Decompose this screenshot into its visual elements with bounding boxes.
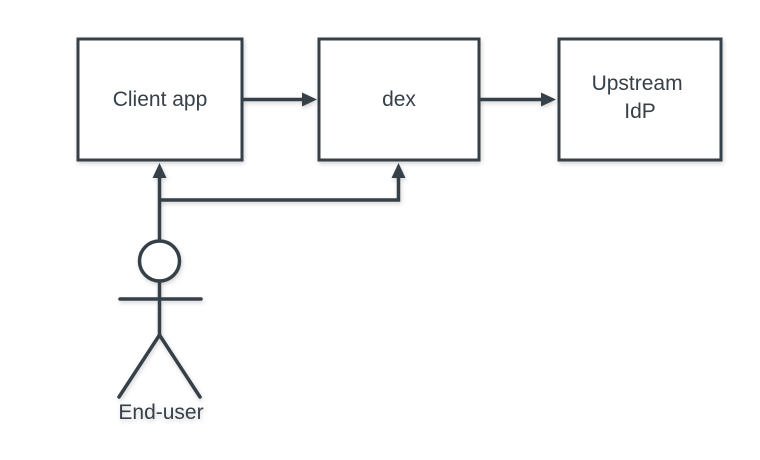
edge-end-user-to-dex	[159, 163, 406, 202]
actor-end-user-label: End-user	[118, 401, 203, 424]
node-dex-label: dex	[382, 88, 416, 111]
edge-end-user-to-dex-line	[159, 177, 401, 202]
actor-end-user: End-user	[117, 239, 204, 424]
node-client-app-box	[76, 37, 244, 162]
node-dex-box	[317, 37, 481, 162]
node-client-app: Client app	[76, 37, 244, 162]
node-dex: dex	[317, 37, 481, 162]
node-client-app-label: Client app	[113, 88, 208, 111]
node-upstream-idp-label-line2: IdP	[624, 100, 656, 123]
actor-left-leg-icon	[117, 333, 162, 399]
edge-client-app-to-dex-arrowhead-icon	[302, 92, 317, 107]
edge-dex-to-upstream-idp	[479, 92, 556, 107]
node-upstream-idp: Upstream IdP	[557, 37, 723, 162]
edge-end-user-to-client-app	[152, 163, 167, 240]
node-upstream-idp-box	[557, 37, 723, 162]
edge-end-user-to-dex-arrowhead-icon	[391, 163, 406, 178]
node-upstream-idp-label: Upstream IdP	[592, 72, 689, 123]
edge-dex-to-upstream-idp-arrowhead-icon	[541, 92, 556, 107]
edge-client-app-to-dex	[242, 92, 317, 107]
actor-right-leg-icon	[157, 333, 202, 399]
node-upstream-idp-label-line1: Upstream	[592, 72, 683, 95]
edge-end-user-to-client-app-arrowhead-icon	[152, 163, 167, 178]
actor-head-icon	[137, 239, 182, 283]
